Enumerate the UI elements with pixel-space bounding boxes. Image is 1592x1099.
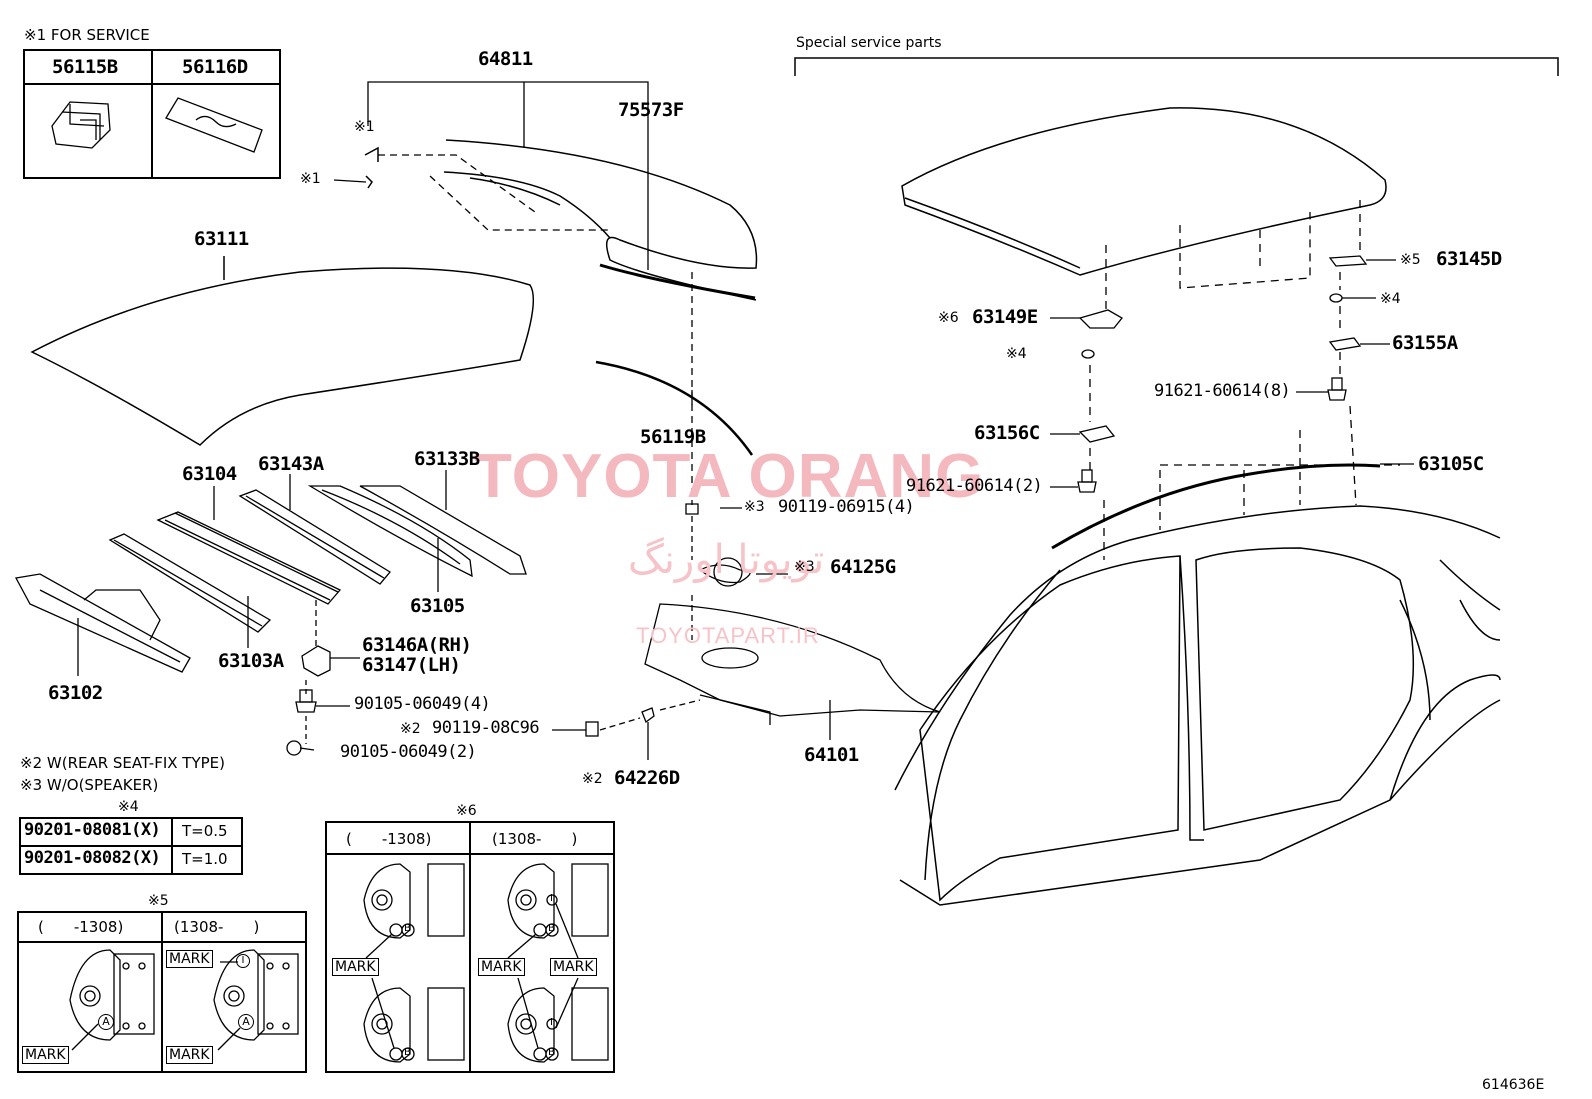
table6-bracket-drawings	[363, 863, 609, 1063]
table6-mark-tag-1: MARK	[332, 958, 379, 976]
part-90119-06915: 90119-06915(4)	[778, 497, 915, 517]
ref4-label-a: ※4	[1380, 291, 1401, 307]
table5-col1: ( -1308)	[38, 918, 124, 936]
table6-letter-i-2: I	[550, 1017, 553, 1028]
part-63147: 63147(LH)	[362, 654, 461, 676]
table5-letter-a-1: A	[98, 1014, 114, 1030]
table5-mark-tag-1: MARK	[22, 1046, 69, 1064]
clip-64226d-drawing	[552, 699, 701, 760]
service-col-56116d: 56116D	[182, 56, 248, 78]
part-91621-60614-2: 91621-60614(2)	[906, 476, 1043, 496]
table6-grid	[325, 821, 615, 1073]
ref2-label-b: ※2	[582, 771, 603, 787]
part-90105-06049-4: 90105-06049(4)	[354, 694, 491, 714]
window-dashed-lines	[378, 154, 693, 505]
part-64226d: 64226D	[614, 767, 680, 789]
part-91621-60614-8: 91621-60614(8)	[1154, 381, 1291, 401]
part-63143a: 63143A	[258, 453, 324, 475]
back-window-drawing	[364, 139, 758, 301]
washer-row2-part: 90201-08082(X)	[24, 848, 161, 868]
part-63105: 63105	[410, 595, 465, 617]
label-bracket-64811	[367, 81, 649, 270]
part-56119b: 56119B	[640, 426, 706, 448]
service-table-title: ※1 FOR SERVICE	[24, 26, 150, 44]
table5-letter-a-2: A	[238, 1014, 254, 1030]
ref6-label: ※6	[938, 310, 959, 326]
part-64101: 64101	[804, 744, 859, 766]
table6-letter-i-1: I	[550, 893, 553, 904]
table5-title: ※5	[148, 893, 169, 909]
part-63149e: 63149E	[972, 306, 1038, 328]
part-64125g: 64125G	[830, 556, 896, 578]
bow-leader-lines	[77, 470, 447, 676]
washer-row1-thickness: T=0.5	[182, 822, 228, 840]
watermark-site: TOYOTAPART.IR	[636, 623, 820, 648]
table6-title: ※6	[456, 803, 477, 819]
part-63111: 63111	[194, 228, 249, 250]
note-ref3: ※3 W/O(SPEAKER)	[20, 776, 159, 794]
emblem-56116d-drawing	[165, 97, 263, 153]
part-63133b: 63133B	[414, 448, 480, 470]
special-service-bracket	[794, 57, 1559, 76]
watermark-persian: تویوتا اورنگ	[628, 537, 825, 583]
diagram-code: 614636E	[1482, 1077, 1545, 1093]
table5-col2: (1308- )	[174, 918, 260, 936]
clip-56115b-drawing	[51, 101, 111, 149]
part-90119-08c96: 90119-08C96	[432, 718, 540, 738]
ref3-label-b: ※3	[794, 559, 815, 575]
part-63105c: 63105C	[1418, 453, 1484, 475]
table5-mark-tag-2: MARK	[166, 950, 213, 968]
roof-bows-drawing	[14, 485, 527, 673]
part-63155a: 63155A	[1392, 332, 1458, 354]
side-rail-63105c-drawing	[1051, 463, 1381, 550]
roof-brackets-drawing	[1050, 255, 1396, 493]
molding-56119b-drawing	[595, 360, 754, 456]
washer-row2-thickness: T=1.0	[182, 850, 228, 868]
table6-mark-tag-2: MARK	[478, 958, 525, 976]
washer-row1-part: 90201-08081(X)	[24, 820, 161, 840]
washer-table-grid	[19, 817, 243, 875]
table6-letter-b-4: B	[548, 1047, 555, 1058]
part-63102: 63102	[48, 682, 103, 704]
part-63104: 63104	[182, 463, 237, 485]
part-63145d: 63145D	[1436, 248, 1502, 270]
part-90105-06049-2: 90105-06049(2)	[340, 742, 477, 762]
table6-letter-b-3: B	[548, 923, 555, 934]
ref2-label-a: ※2	[400, 721, 421, 737]
part-75573f: 75573F	[618, 99, 684, 121]
ref5-label: ※5	[1400, 252, 1421, 268]
part-64811: 64811	[478, 48, 533, 70]
ref1-label-b: ※1	[300, 171, 321, 187]
note-ref2: ※2 W(REAR SEAT-FIX TYPE)	[20, 754, 226, 772]
service-table-grid	[23, 49, 281, 179]
table5-bracket-drawings	[69, 949, 299, 1051]
table5-mark-tag-3: MARK	[166, 1046, 213, 1064]
ref4-label-b: ※4	[1006, 346, 1027, 362]
special-service-label: Special service parts	[796, 35, 942, 51]
part-63146a: 63146A(RH)	[362, 634, 472, 656]
outer-roof-drawing	[901, 107, 1387, 276]
washer-table-title: ※4	[118, 799, 139, 815]
leader-ref1	[333, 179, 367, 183]
ref3-label-a: ※3	[744, 499, 765, 515]
bracket-63146a-drawing	[286, 600, 360, 756]
table5-grid	[17, 911, 307, 1073]
body-side-drawing	[894, 505, 1501, 906]
service-col-56115b: 56115B	[52, 56, 118, 78]
table6-col2: (1308- )	[492, 830, 578, 848]
table6-letter-b-1: B	[404, 923, 411, 934]
table6-mark-tag-3: MARK	[550, 958, 597, 976]
watermark-brand: TOYOTA ORANG	[474, 442, 985, 511]
roof-panel-63111-drawing	[30, 256, 535, 446]
part-63156c: 63156C	[974, 422, 1040, 444]
table6-col1: ( -1308)	[346, 830, 432, 848]
part-63103a: 63103A	[218, 650, 284, 672]
table6-letter-b-2: B	[404, 1047, 411, 1058]
table5-letter-i: I	[236, 954, 250, 968]
ref1-label-a: ※1	[354, 119, 375, 135]
